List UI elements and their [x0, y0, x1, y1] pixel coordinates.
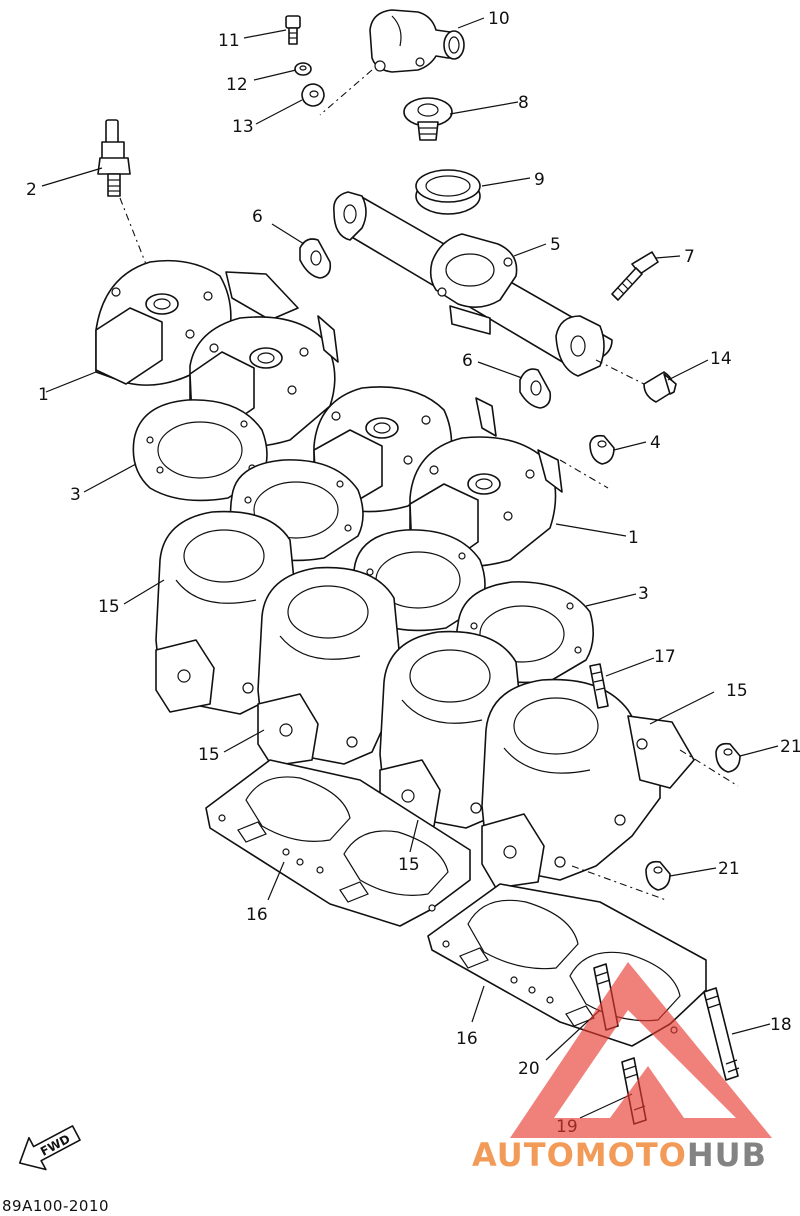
watermark-brand-part1: AUTOMOTO [472, 1136, 687, 1174]
cylinder-block-4 [481, 678, 695, 889]
callout-20: 20 [518, 1059, 540, 1079]
callout-21: 21 [780, 737, 800, 757]
callout-1: 1 [38, 385, 49, 405]
gasket-6-upper [299, 238, 332, 279]
callout-21: 21 [718, 859, 740, 879]
bolt-11 [285, 15, 301, 45]
callout-10: 10 [488, 9, 510, 29]
nut-4 [589, 434, 615, 465]
temperature-sensor [97, 119, 131, 197]
callout-6: 6 [252, 207, 263, 227]
callout-15: 15 [98, 597, 120, 617]
callout-3: 3 [638, 584, 649, 604]
washer-12 [294, 62, 312, 76]
callout-15: 15 [726, 681, 748, 701]
base-gasket-left [205, 759, 471, 927]
callout-13: 13 [232, 117, 254, 137]
seal-ring [415, 169, 481, 215]
leader-lines [41, 17, 779, 1119]
callout-labels: 1 1 2 3 3 4 5 6 6 7 8 9 10 11 12 13 14 1… [26, 9, 800, 1137]
callout-4: 4 [650, 433, 661, 453]
gasket-6-lower [519, 368, 552, 409]
nut-21-lower [645, 860, 671, 891]
callout-16: 16 [456, 1029, 478, 1049]
callout-5: 5 [550, 235, 561, 255]
hose-fitting [643, 371, 677, 403]
diagram-part-code: 89A100-2010 [2, 1197, 110, 1215]
callout-9: 9 [534, 170, 545, 190]
callout-15: 15 [198, 745, 220, 765]
callout-8: 8 [518, 93, 529, 113]
callout-18: 18 [770, 1015, 792, 1035]
forward-direction-arrow: FWD [18, 1125, 81, 1171]
grommet-13 [301, 83, 325, 107]
stud-17 [589, 663, 609, 709]
watermark-brand-part2: HUB [687, 1136, 767, 1174]
callout-6: 6 [462, 351, 473, 371]
svg-text:AUTOMOTOHUB: AUTOMOTOHUB [472, 1136, 767, 1174]
stud-18 [703, 987, 740, 1081]
callout-3: 3 [70, 485, 81, 505]
thermostat [403, 97, 453, 141]
callout-2: 2 [26, 180, 37, 200]
bolt-7 [611, 251, 659, 301]
water-manifold [332, 191, 613, 377]
callout-7: 7 [684, 247, 695, 267]
watermark-triangle-logo [510, 962, 772, 1138]
callout-11: 11 [218, 31, 240, 51]
callout-1: 1 [628, 528, 639, 548]
callout-12: 12 [226, 75, 248, 95]
callout-15: 15 [398, 855, 420, 875]
cylinder-block-2 [257, 566, 401, 767]
callout-17: 17 [654, 647, 676, 667]
callout-14: 14 [710, 349, 732, 369]
callout-16: 16 [246, 905, 268, 925]
automotohub-watermark: AUTOMOTOHUB [472, 962, 772, 1174]
water-outlet-elbow [369, 9, 465, 73]
nut-21-upper [715, 742, 741, 773]
